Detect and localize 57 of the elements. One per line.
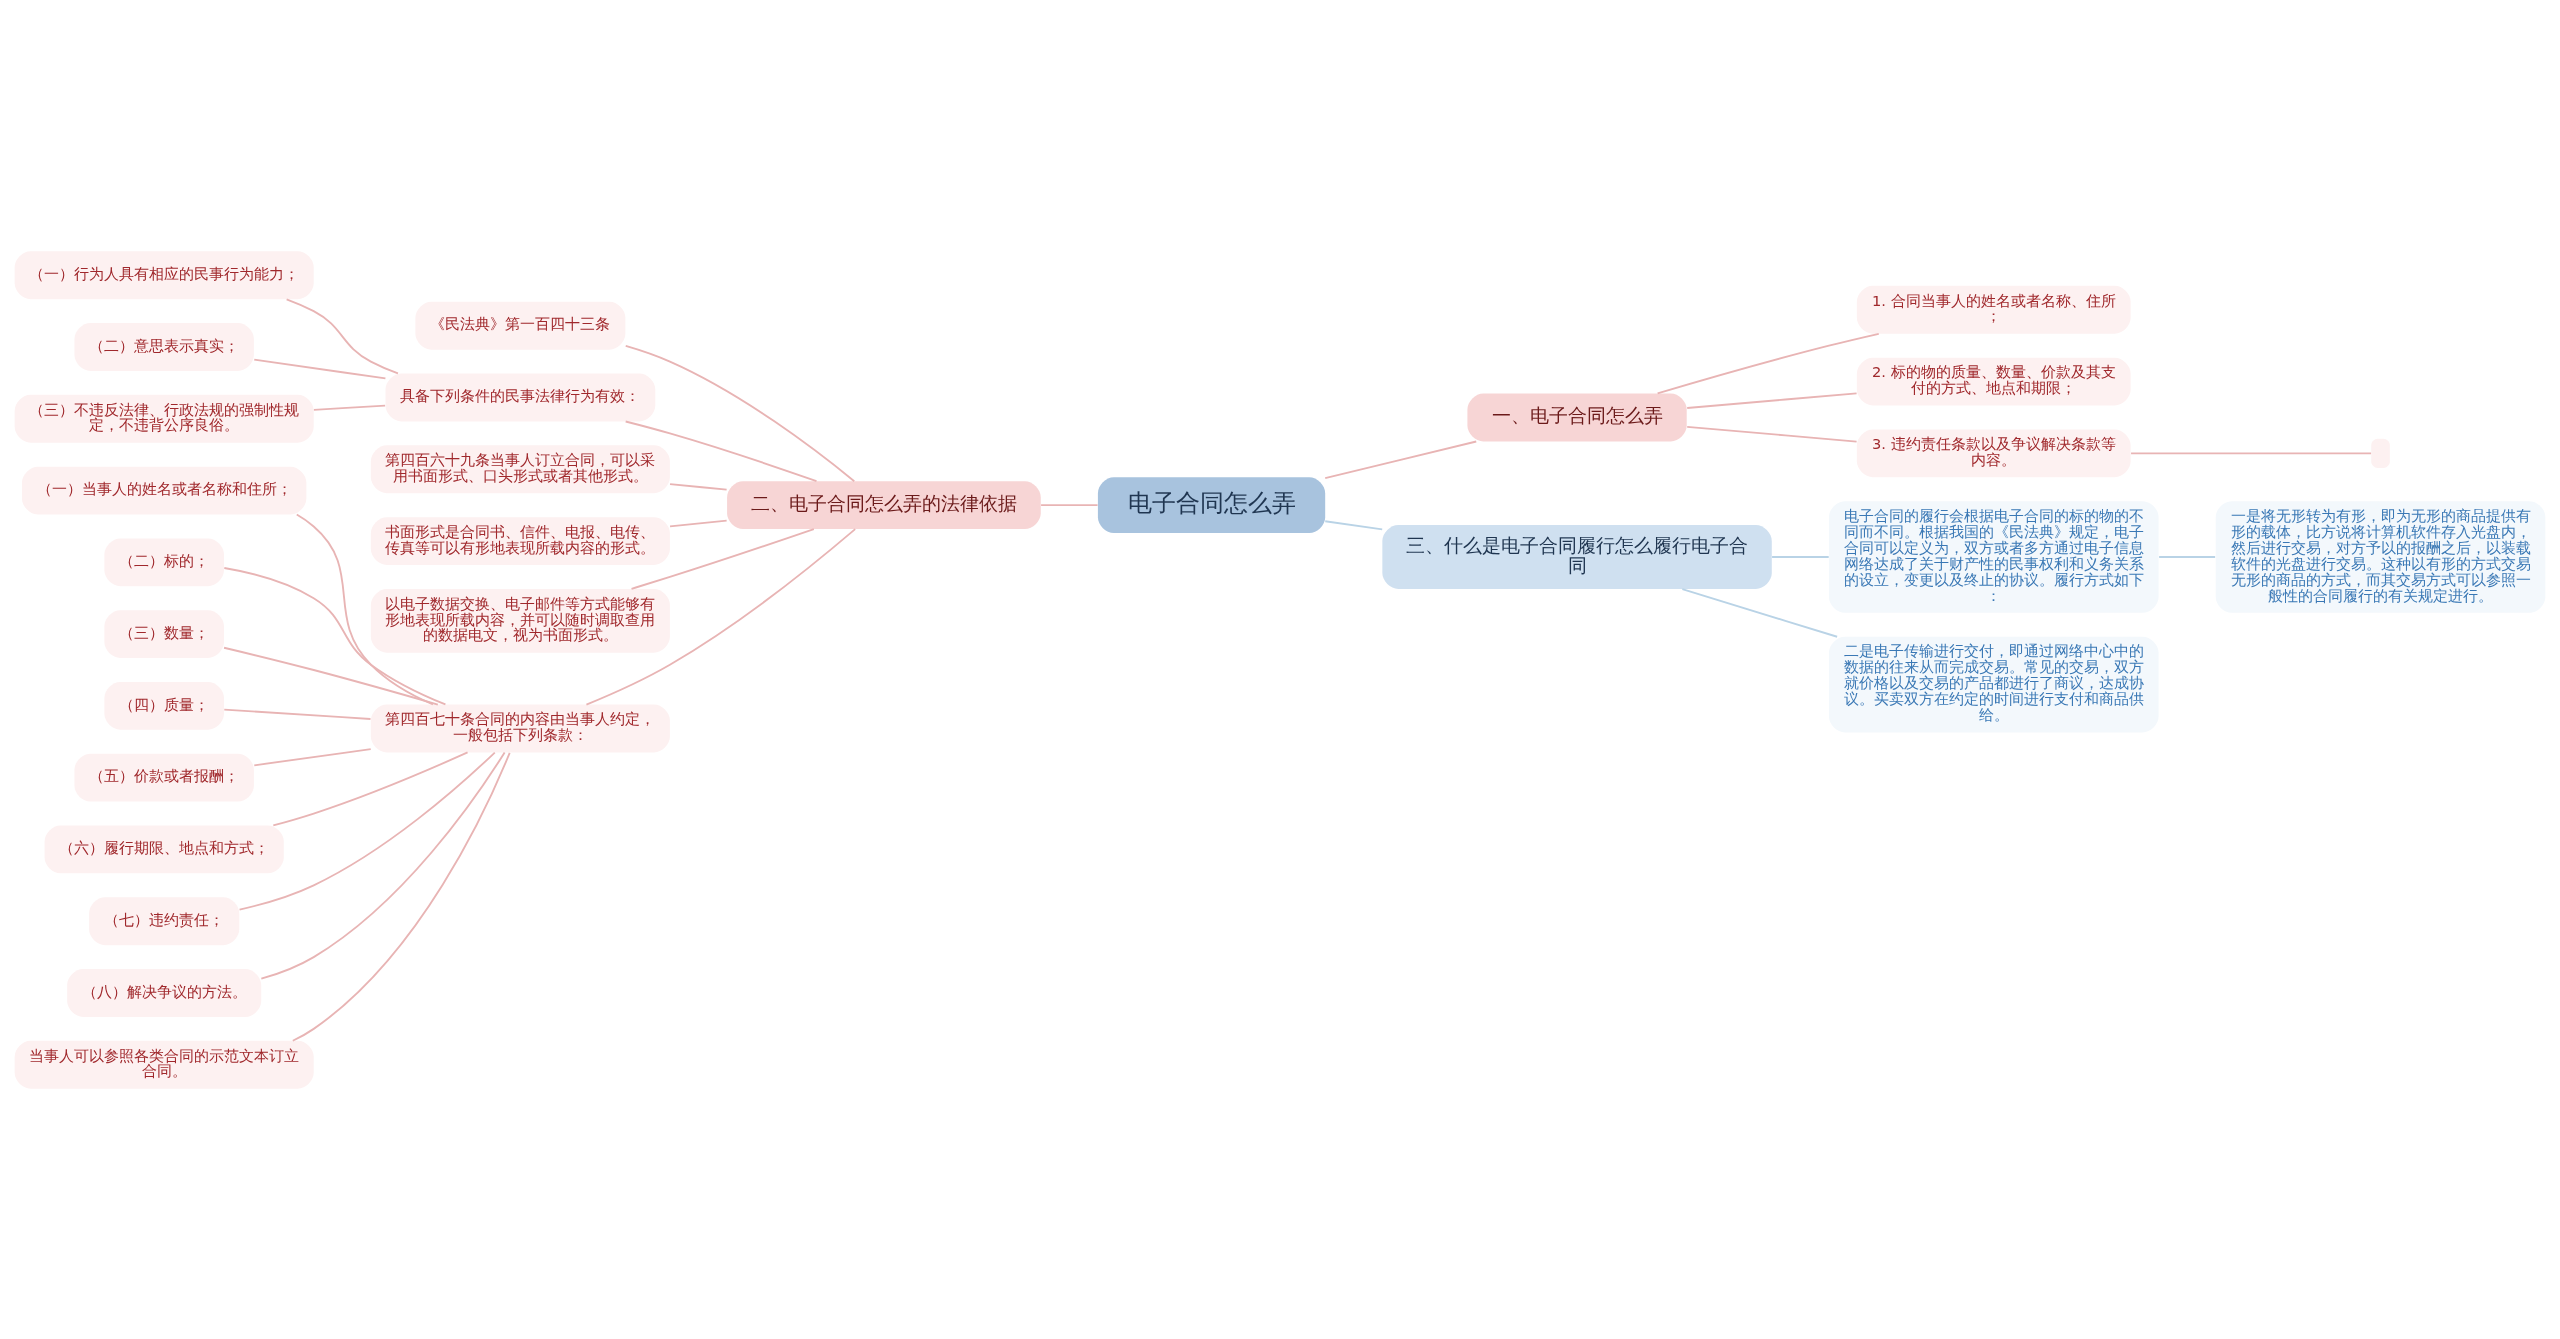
connector <box>1324 519 1384 530</box>
node-box: 具备下列条件的民事法律行为有效： <box>385 373 656 421</box>
connector <box>223 566 447 705</box>
connector <box>285 297 399 374</box>
connector <box>272 751 469 826</box>
node-box: （七）违约责任； <box>89 896 240 945</box>
connector <box>624 344 856 482</box>
connector <box>291 751 511 1042</box>
connector <box>1681 587 1839 638</box>
node-box: 书面形式是合同书、信件、电报、电传、传真等可以有形地表现所载内容的形式。 <box>370 516 670 565</box>
node-box: （一）当事人的姓名或者名称和住所； <box>21 466 307 514</box>
node-box: 三、什么是电子合同履行怎么履行电子合同 <box>1382 524 1772 589</box>
connector <box>223 646 439 705</box>
node-box: （四）质量； <box>104 681 224 730</box>
connector <box>223 708 372 720</box>
node-box: （三）不违反法律、行政法规的强制性规定，不违背公序良俗。 <box>14 394 314 443</box>
connector <box>312 404 387 411</box>
node-box: （二）意思表示真实； <box>74 322 254 371</box>
connector <box>1686 391 1858 409</box>
connector <box>624 420 818 482</box>
node-box: （五）价款或者报酬； <box>74 753 254 802</box>
node-box: 二、电子合同怎么弄的法律依据 <box>727 480 1041 529</box>
node-box <box>2371 438 2390 468</box>
connector <box>2130 451 2372 454</box>
node-box: （八）解决争议的方法。 <box>67 968 262 1017</box>
connector <box>253 358 387 379</box>
connector <box>669 519 728 527</box>
connector <box>1771 555 1830 558</box>
node-box: 一是将无形转为有形，即为无形的商品提供有形的载体，比方说将计算机软件存入光盘内，然后进行交易，对方予以的报酬之后，以装载软件的光盘进行交易。这种以有形的方式交易无形的商品的方式，而其交易方式可以参照一般性的合同履行的有关规定进行。 <box>2215 500 2546 613</box>
node-box: （二）标的； <box>104 537 224 586</box>
connector <box>1686 425 1858 442</box>
node-box: （一）行为人具有相应的民事行为能力； <box>14 250 314 299</box>
node-box: （六）履行期限、地点和方式； <box>44 825 284 873</box>
node-box: 二是电子传输进行交付，即通过网络中心中的数据的往来从而完成交易。常见的交易，双方就价格以及交易的产品都进行了商议，达成协议。买卖双方在约定的时间进行支付和商品供给。 <box>1828 636 2159 732</box>
node-box: 2. 标的物的质量、数量、价款及其支付的方式、地点和期限； <box>1856 357 2131 405</box>
node-box: 1. 合同当事人的姓名或者名称、住所； <box>1856 285 2131 334</box>
node-box: 《民法典》第一百四十三条 <box>415 301 626 350</box>
node-box: 电子合同怎么弄 <box>1097 476 1326 533</box>
node-box: （三）数量； <box>104 609 224 658</box>
connector <box>585 527 857 705</box>
node-box: 以电子数据交换、电子邮件等方式能够有形地表现所载内容，并可以随时调取查用的数据电文，视为书面形式。 <box>370 588 670 653</box>
node-box: 第四百七十条合同的内容由当事人约定，一般包括下列条款： <box>370 704 670 752</box>
node-box: 一、电子合同怎么弄 <box>1467 393 1687 441</box>
connector <box>1040 503 1099 506</box>
connector <box>669 482 728 491</box>
node-box: 电子合同的履行会根据电子合同的标的物的不同而不同。根据我国的《民法典》规定，电子合同可以定义为，双方或者多方通过电子信息网络达成了关于财产性的民事权利和义务关系的设立，变更以及终止的协议。履行方式如下： <box>1828 500 2159 613</box>
node-box: 当事人可以参照各类合同的示范文本订立合同。 <box>14 1040 314 1089</box>
connector <box>630 527 815 590</box>
connector <box>260 751 506 980</box>
connector <box>1324 440 1478 479</box>
connector <box>295 513 434 705</box>
node-box: 第四百六十九条当事人订立合同，可以采用书面形式、口头形式或者其他形式。 <box>370 444 670 493</box>
connector <box>2158 555 2217 558</box>
connector <box>238 751 496 910</box>
connector <box>253 747 372 766</box>
connector <box>1656 332 1880 394</box>
node-box: 3. 违约责任条款以及争议解决条款等内容。 <box>1856 428 2131 477</box>
